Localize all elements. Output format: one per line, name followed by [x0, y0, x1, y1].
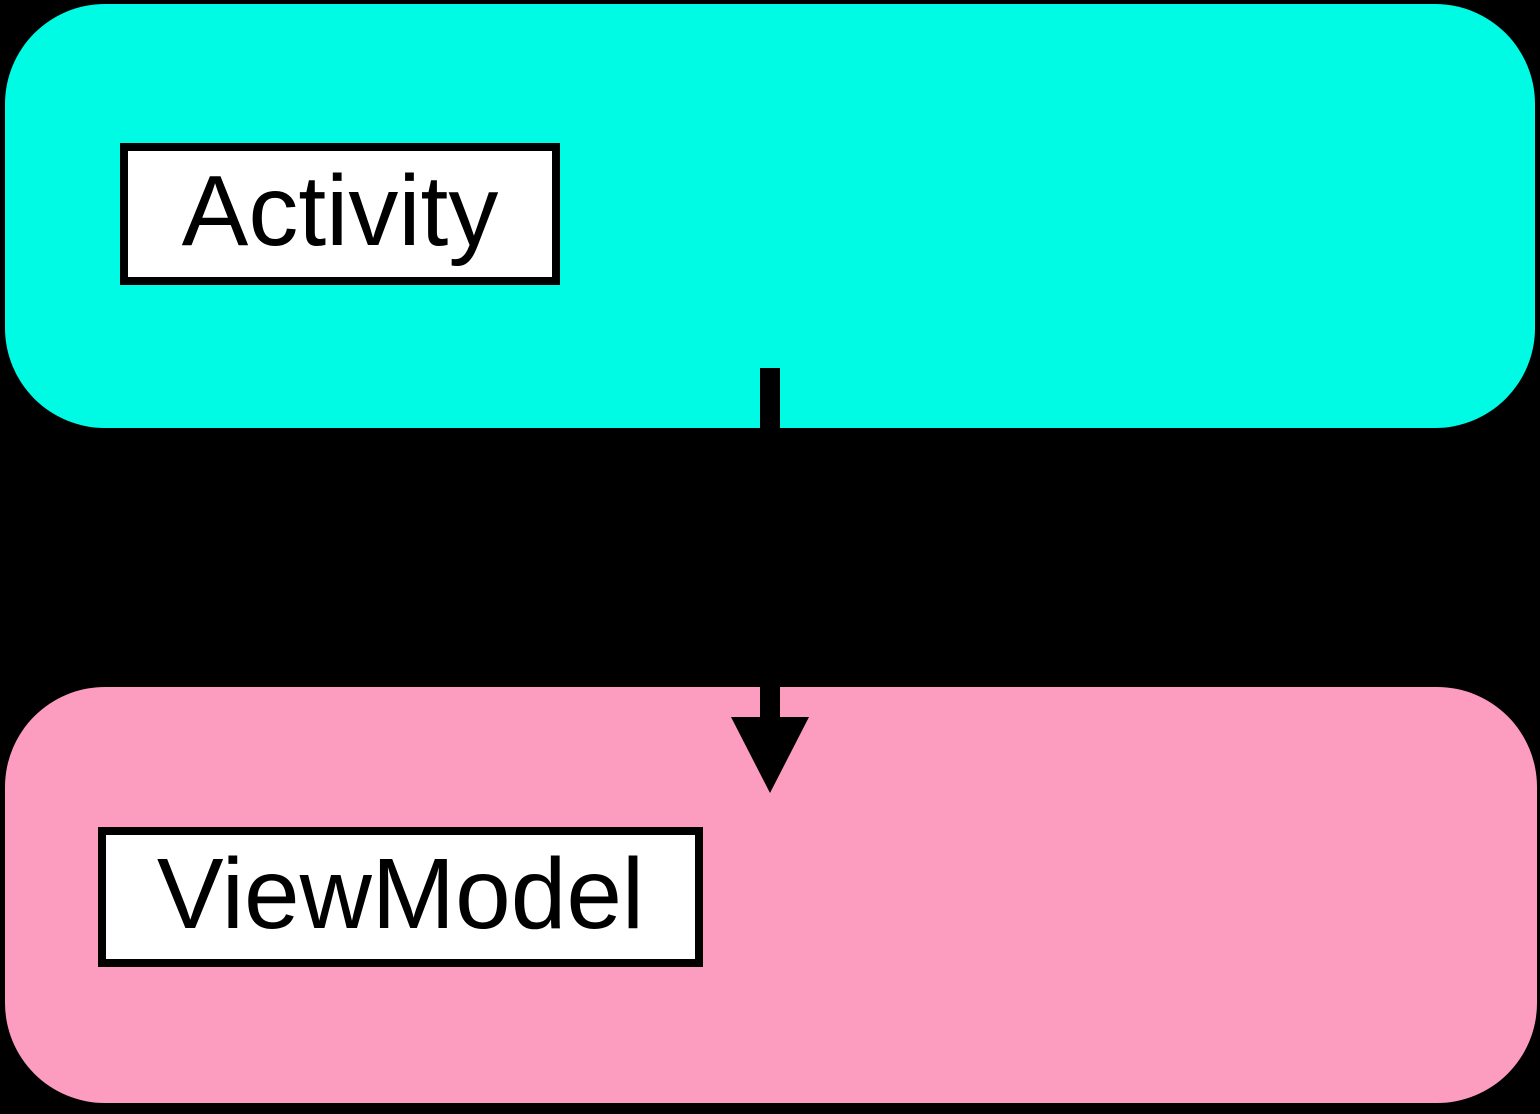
activity-node: Activity	[5, 4, 1535, 428]
viewmodel-label-box: ViewModel	[98, 827, 703, 967]
activity-label-box: Activity	[120, 143, 560, 285]
viewmodel-node: ViewModel	[5, 687, 1537, 1103]
viewmodel-label: ViewModel	[156, 838, 645, 950]
activity-label: Activity	[181, 155, 499, 267]
